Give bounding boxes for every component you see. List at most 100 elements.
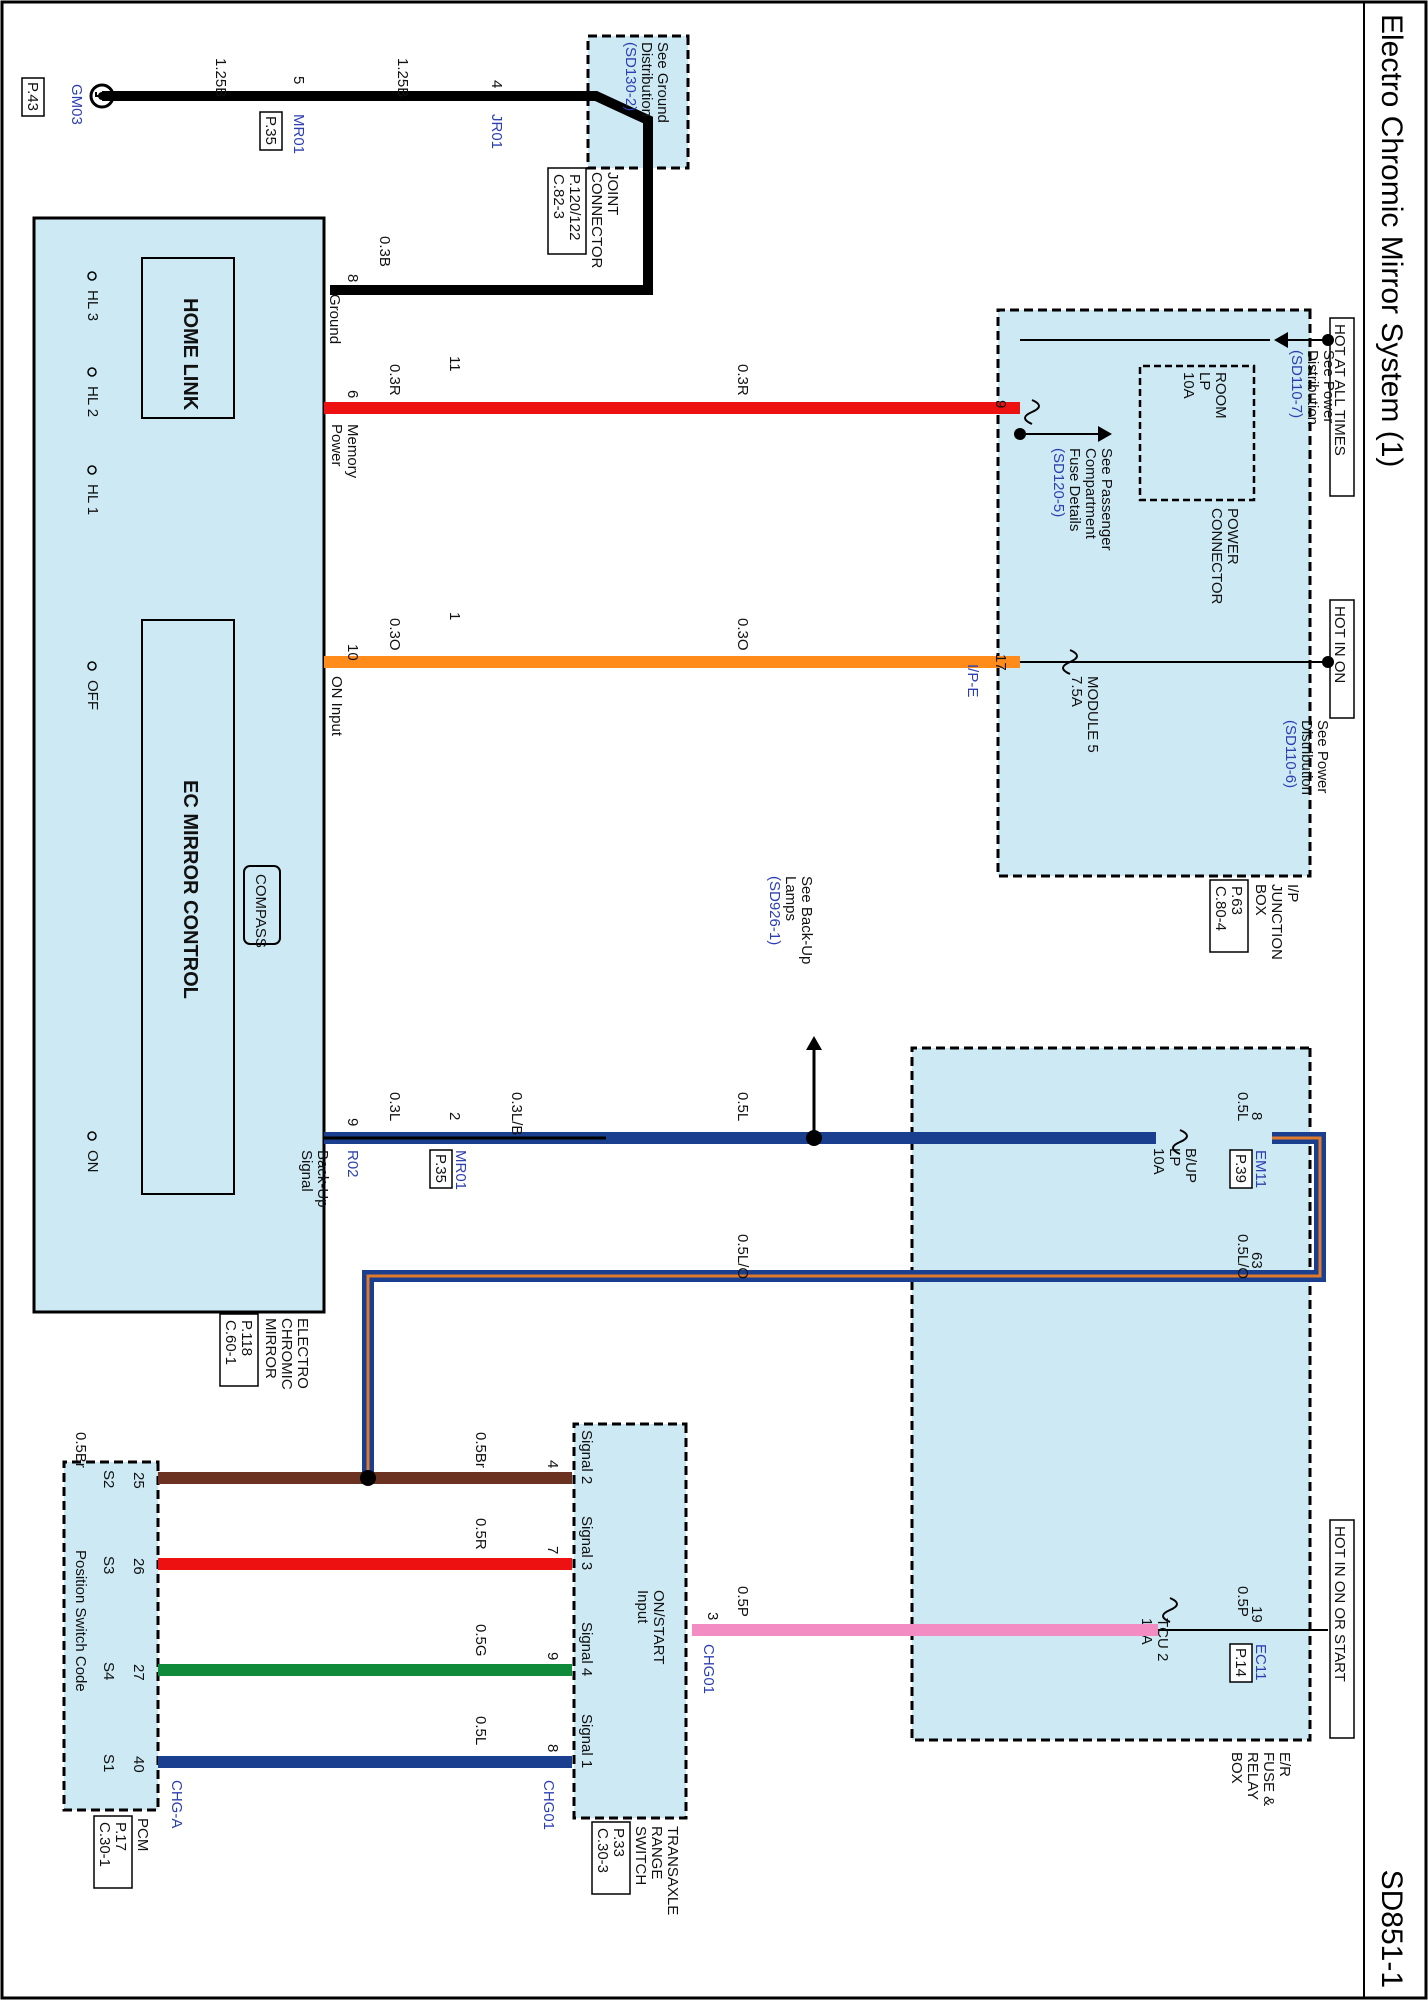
joint-ref-b: C.82-3 xyxy=(550,174,567,219)
red-signal-label: 0.5R xyxy=(472,1518,489,1550)
ip-e-connector[interactable]: I/P-E xyxy=(964,664,981,697)
tcu-fuse-a: TCU 2 xyxy=(1154,1618,1171,1661)
bup-fuse-c: 10A xyxy=(1150,1148,1167,1175)
arrow-up-icon xyxy=(1098,426,1112,442)
mirror-ref-tag xyxy=(219,1313,259,1387)
er-box-name-c: RELAY xyxy=(1244,1752,1261,1800)
power-dist-1-b: Distribution xyxy=(1304,350,1321,425)
signal-1-label: Signal 1 xyxy=(578,1714,595,1768)
ground-dist-link[interactable]: (SD130-2) xyxy=(622,42,639,111)
compass-block xyxy=(243,865,281,945)
memory-power-a: Memory xyxy=(344,424,361,479)
backup-lamps-b: Lamps xyxy=(782,876,799,921)
power-dist-1-link[interactable]: (SD110-7) xyxy=(1288,350,1305,418)
module-fuse-b: 7.5A xyxy=(1068,676,1085,707)
pcm-code: Position Switch Code xyxy=(72,1550,89,1692)
r02-pin: 9 xyxy=(344,1118,361,1126)
red-main-label: 0.3R xyxy=(734,364,751,396)
trans-pin-7: 7 xyxy=(544,1546,561,1554)
fuse-icon xyxy=(1162,1597,1178,1623)
compass-label: COMPASS xyxy=(252,874,269,948)
mr01-signal-ref: P.35 xyxy=(432,1154,449,1183)
orange-short-label: 0.3O xyxy=(386,618,403,651)
backup-lamps-a: See Back-Up xyxy=(798,876,815,964)
room-fuse-c: 10A xyxy=(1180,372,1197,399)
mr01-ground-label[interactable]: MR01 xyxy=(290,114,307,154)
lo-wire-tracer xyxy=(366,1136,1322,1472)
splice-dot xyxy=(1322,334,1334,346)
blue-wire-3-label: 0.3L xyxy=(386,1092,403,1121)
fuse-icon xyxy=(1172,1129,1188,1155)
pcm-s1: S1 xyxy=(100,1754,117,1772)
green-signal-label: 0.5G xyxy=(472,1624,489,1657)
splice-dot xyxy=(806,1130,822,1146)
trans-ref-b: C.30-3 xyxy=(594,1828,611,1873)
on-start-b: Input xyxy=(634,1590,651,1624)
pcm-pin-27: 27 xyxy=(130,1664,147,1681)
hot-in-on-label: HOT IN ON xyxy=(1331,606,1348,683)
ground-wire-2 xyxy=(330,91,653,295)
pink-pin-3: 3 xyxy=(704,1612,721,1620)
br-left-label: 0.5Br xyxy=(72,1432,89,1468)
ground-dist-a: See Ground xyxy=(654,42,671,123)
joint-connector-a: JOINT xyxy=(604,172,621,215)
br-right-label: 0.5Br xyxy=(472,1432,489,1468)
pcm-chg-a[interactable]: CHG-A xyxy=(168,1780,185,1828)
signal-4-label: Signal 4 xyxy=(578,1622,595,1676)
red-pin-6: 6 xyxy=(344,390,361,398)
backup-lamps-link[interactable]: (SD926-1) xyxy=(766,876,783,945)
jr01-label[interactable]: JR01 xyxy=(488,114,505,149)
ec-control-label: EC MIRROR CONTROL xyxy=(179,780,201,999)
trans-chg01-label[interactable]: CHG01 xyxy=(540,1780,557,1830)
mirror-name-a: ELECTRO xyxy=(294,1318,311,1389)
ip-junction-box xyxy=(996,308,1312,878)
chg01-top-label[interactable]: CHG01 xyxy=(700,1644,717,1694)
splice-dot xyxy=(360,1470,376,1486)
hot-on-start-label: HOT IN ON OR START xyxy=(1331,1526,1348,1682)
page-code: SD851-1 xyxy=(1375,1870,1408,1988)
passenger-fuse-a: See Passenger xyxy=(1098,448,1115,551)
passenger-fuse-link[interactable]: (SD120-5) xyxy=(1050,448,1067,517)
mr01-ref-tag xyxy=(259,111,283,151)
mr01-signal-ref-tag xyxy=(429,1149,453,1189)
pcm-name: PCM xyxy=(134,1818,151,1851)
orange-pin-10: 10 xyxy=(344,644,361,661)
trans-name-b: RANGE xyxy=(648,1826,665,1879)
pcm-s3: S3 xyxy=(100,1556,117,1574)
power-dist-2-b: Distribution xyxy=(1298,720,1315,795)
power-dist-2-a: See Power xyxy=(1314,720,1331,793)
trans-pin-9: 9 xyxy=(544,1652,561,1660)
ip-box-name-a: I/P xyxy=(1284,884,1301,902)
pink-wire-2-label: 0.5P xyxy=(734,1586,751,1617)
lo-wire-1-label: 0.5L/O xyxy=(1234,1234,1251,1279)
fuse-icon xyxy=(1024,399,1040,425)
ground-distribution-box xyxy=(586,34,690,170)
r02-label[interactable]: R02 xyxy=(344,1150,361,1178)
room-fuse-a: ROOM xyxy=(1212,372,1229,419)
mirror-name-c: MIRROR xyxy=(262,1318,279,1379)
gm03-ref-tag xyxy=(21,77,45,117)
mirror-ref-b: C.60-1 xyxy=(222,1320,239,1365)
hl3-label: HL 3 xyxy=(84,290,101,321)
transaxle-range-switch-box xyxy=(572,1422,688,1820)
mr01-signal-label[interactable]: MR01 xyxy=(452,1150,469,1190)
arrow-down-icon xyxy=(1274,332,1288,348)
ec11-label[interactable]: EC11 xyxy=(1252,1644,1269,1680)
ground-wire-2-label: 1.25B xyxy=(394,58,411,97)
power-dist-2-link[interactable]: (SD110-6) xyxy=(1282,720,1299,788)
hot-all-times-label: HOT AT ALL TIMES xyxy=(1331,324,1348,456)
mirror-pin-8: 8 xyxy=(344,274,361,282)
orange-main-label: 0.3O xyxy=(734,618,751,651)
arrow-left-icon xyxy=(806,1036,822,1050)
on-input-label: ON Input xyxy=(328,676,345,737)
memory-power-b: Power xyxy=(328,424,345,467)
orange-pin-1: 1 xyxy=(446,612,463,620)
ip-box-ref xyxy=(1209,879,1249,953)
gm03-label[interactable]: GM03 xyxy=(68,84,85,125)
off-switch-icon xyxy=(87,661,97,671)
signal-2-label: Signal 2 xyxy=(578,1430,595,1484)
room-fuse-b: LP xyxy=(1196,372,1213,390)
em11-label[interactable]: EM11 xyxy=(1252,1150,1269,1188)
pcm-ref-a: P.17 xyxy=(112,1822,129,1851)
pcm-pin-25: 25 xyxy=(130,1472,147,1489)
